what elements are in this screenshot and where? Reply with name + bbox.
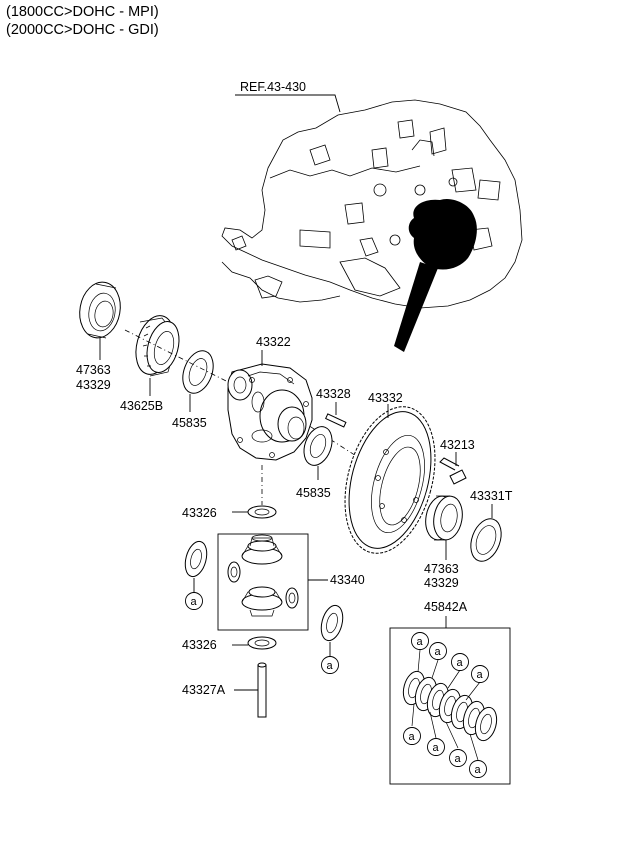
- thrust-washer-right: [320, 604, 344, 642]
- label-47363-bottom: 47363: [424, 562, 459, 576]
- shim-43331T: [470, 518, 502, 562]
- transmission-case-outline: [221, 99, 523, 309]
- label-43625B: 43625B: [120, 399, 163, 413]
- pin-43328: [325, 413, 347, 428]
- washer-43326-bottom: [247, 636, 277, 650]
- kit-callout-2: a: [435, 646, 442, 658]
- label-43332: 43332: [368, 391, 403, 405]
- label-45842A: 45842A: [424, 600, 468, 614]
- kit-callout-7: a: [455, 753, 462, 765]
- label-43331T: 43331T: [470, 489, 513, 503]
- oil-seal-47363-top: [79, 281, 121, 339]
- header-line-2: (2000CC>DOHC - GDI): [6, 22, 159, 38]
- differential-housing-marker: [408, 198, 477, 270]
- callout-a-right: a: [321, 656, 339, 674]
- label-43213: 43213: [440, 438, 475, 452]
- kit-callout-6: a: [433, 742, 440, 754]
- bearing-47363-bottom: [425, 495, 463, 541]
- shim-stack: [402, 670, 498, 742]
- kit-callout-5: a: [409, 731, 416, 743]
- label-43327A: 43327A: [182, 683, 226, 697]
- label-45835-left: 45835: [172, 416, 207, 430]
- header-line-1: (1800CC>DOHC - MPI): [6, 4, 159, 20]
- shim-45835-left: [182, 350, 214, 394]
- label-47363-top: 47363: [76, 363, 111, 377]
- side-gear-top: [241, 534, 283, 565]
- kit-callout-1: a: [417, 636, 424, 648]
- pinion-shaft-43327A: [257, 662, 267, 718]
- kit-callout-8: a: [475, 764, 482, 776]
- kit-callout-4: a: [477, 669, 484, 681]
- bearing-43625B: [135, 315, 180, 377]
- callout-a-right-text: a: [327, 660, 334, 672]
- side-gear-bottom: [241, 586, 283, 617]
- label-43328: 43328: [316, 387, 351, 401]
- label-43322: 43322: [256, 335, 291, 349]
- thrust-washer-left: [184, 540, 208, 578]
- label-43329-top: 43329: [76, 378, 111, 392]
- kit-callout-3: a: [457, 657, 464, 669]
- pointer-arrow: [394, 262, 438, 352]
- shim-kit-callouts: a a a a a a a a: [403, 632, 489, 778]
- label-43340: 43340: [330, 573, 365, 587]
- label-43326-bottom: 43326: [182, 638, 217, 652]
- label-45835-right: 45835: [296, 486, 331, 500]
- label-43329-bottom: 43329: [424, 576, 459, 590]
- pinion-gear-left: [227, 561, 241, 583]
- ring-gear-43332: [344, 406, 436, 554]
- bolt-43213: [439, 457, 467, 485]
- washer-43326-top: [247, 505, 277, 519]
- ref-label: REF.43-430: [240, 80, 306, 94]
- pinion-gear-right: [285, 587, 299, 609]
- callout-a-left-text: a: [191, 596, 198, 608]
- callout-a-left: a: [185, 592, 203, 610]
- differential-case-43322: [227, 363, 313, 461]
- shim-45835-right: [303, 426, 333, 466]
- label-43326-top: 43326: [182, 506, 217, 520]
